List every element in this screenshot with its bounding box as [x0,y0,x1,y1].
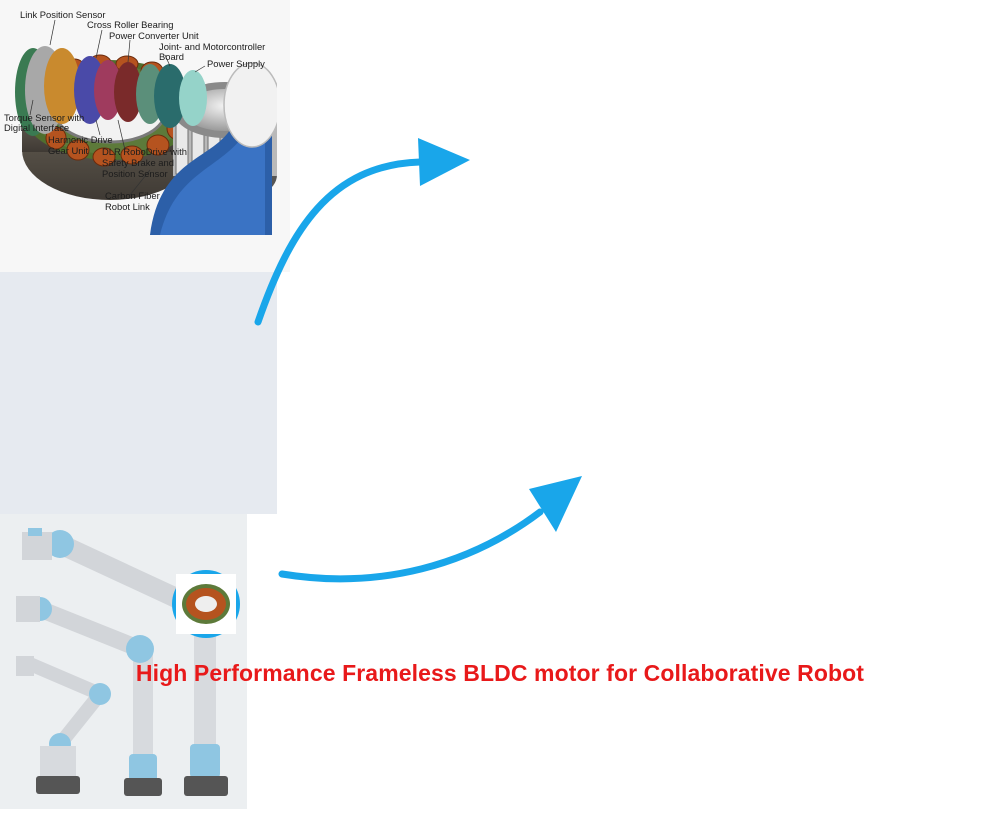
label-joint-controller: Joint- and Motorcontroller [159,41,266,52]
label-carbon-fiber: Carbon Fiber [105,190,160,201]
label-harmonic-drive: Harmonic Drive [48,134,113,145]
label-robodrive-brake: Safety Brake and [102,157,174,168]
label-robodrive: DLR RoboDrive with [102,146,187,157]
arrows-layer [254,138,582,583]
exploded-joint-diagram: Link Position Sensor Cross Roller Bearin… [0,9,277,514]
curved-arrow-icon [278,476,582,583]
label-power-converter-unit: Power Converter Unit [109,30,199,41]
label-torque-sensor: Torque Sensor with [4,112,85,123]
label-link-position-sensor: Link Position Sensor [20,9,106,20]
label-cross-roller-bearing: Cross Roller Bearing [87,19,174,30]
label-harmonic-drive-gear: Gear Unit [48,145,89,156]
figure-caption: High Performance Frameless BLDC motor fo… [135,660,865,686]
curved-arrow-icon [254,138,470,326]
label-robot-link: Robot Link [105,201,150,212]
label-robodrive-sensor: Position Sensor [102,168,168,179]
label-joint-controller-board: Board [159,51,185,62]
label-power-supply: Power Supply [207,58,265,69]
label-torque-sensor-interface: Digital Interface [4,122,70,133]
